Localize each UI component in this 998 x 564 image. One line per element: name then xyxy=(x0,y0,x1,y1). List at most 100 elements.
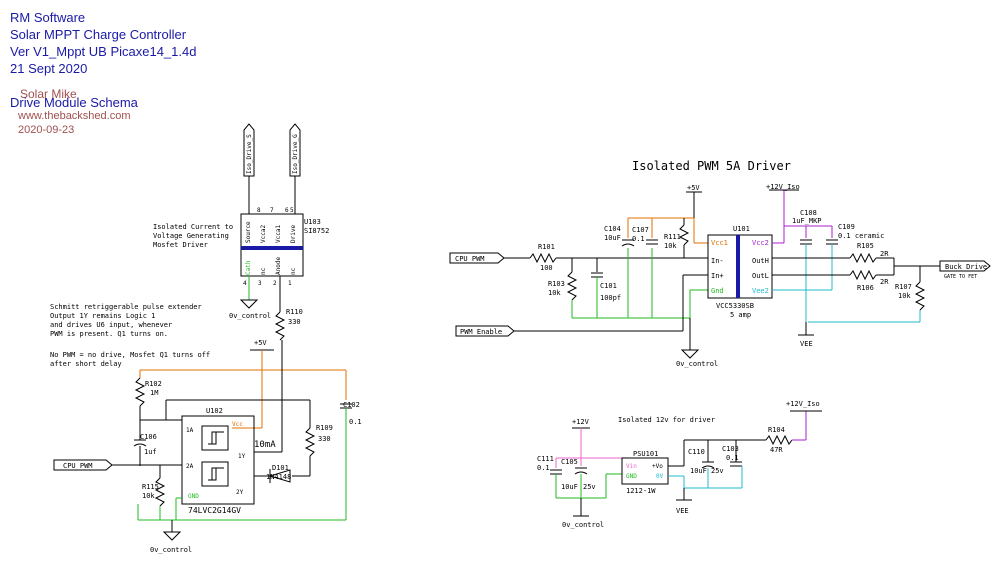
extender-note-7: after short delay xyxy=(50,360,122,368)
u101-pin-inplus: In+ xyxy=(711,272,724,280)
c109-capacitor xyxy=(826,239,838,245)
r106-resistor xyxy=(849,269,877,281)
u103-desc-2: Voltage Generating xyxy=(153,232,229,240)
schmitt-trigger-1-icon xyxy=(201,425,229,451)
u103-pin-cath: Cath xyxy=(245,260,252,275)
u102-ref: U102 xyxy=(206,407,223,415)
c110-capacitor xyxy=(701,461,715,469)
cpu-pwm-port[interactable]: CPU_PWM xyxy=(449,252,505,264)
u103-pin-nc2: nc xyxy=(290,267,297,275)
iso-current-block: Iso_Drive_S Iso_Drive_G Isolated Current… xyxy=(153,123,329,341)
u101-pin-inminus: In- xyxy=(711,257,724,265)
c106-value: 1uf xyxy=(144,448,157,456)
pwm-enable-port[interactable]: PWM_Enable xyxy=(455,325,515,337)
pwm-driver-block: Isolated PWM 5A Driver CPU_PWM R101 100 … xyxy=(449,159,991,368)
c110-ref: C110 xyxy=(688,448,705,456)
u102-ic-body xyxy=(181,415,255,505)
r109-resistor xyxy=(304,427,316,457)
u103-ic-body xyxy=(240,213,304,277)
c105-capacitor xyxy=(574,467,588,475)
u101-pin-outh: OutH xyxy=(752,257,769,265)
iso-gnd-label: 0v_control xyxy=(562,521,604,529)
schmitt-trigger-2-icon xyxy=(201,461,229,487)
u102-pin-1y: 1Y xyxy=(238,453,246,460)
r110-ref: R110 xyxy=(286,308,303,316)
u103-pin-drive: Drive xyxy=(290,225,297,243)
c107-capacitor xyxy=(646,239,658,245)
psu101-module xyxy=(621,457,669,485)
u101-pin-vee2: Vee2 xyxy=(752,287,769,295)
svg-text:CPU_PWM: CPU_PWM xyxy=(63,462,93,470)
buck-drive-port[interactable]: Buck_Drive xyxy=(939,260,991,272)
u103-part: SI8752 xyxy=(304,227,329,235)
company-name: RM Software xyxy=(10,10,86,25)
r101-value: 100 xyxy=(540,264,553,272)
c102-value: 0.1 xyxy=(349,418,362,426)
p12v-rail-label: +12V xyxy=(572,418,590,426)
release-date: 21 Sept 2020 xyxy=(10,61,88,76)
svg-text:4: 4 xyxy=(243,280,247,287)
u102-pin-2a: 2A xyxy=(186,463,194,470)
c110-voltage: 25v xyxy=(711,467,724,475)
website-link[interactable]: www.thebackshed.com xyxy=(18,110,131,122)
c103-capacitor xyxy=(730,461,742,467)
r105-resistor xyxy=(849,252,877,264)
c107-ref: C107 xyxy=(632,226,649,234)
d101-value: 1N4148 xyxy=(266,473,291,481)
driver-gnd-net xyxy=(571,248,708,319)
c104-value: 10uF xyxy=(604,234,621,242)
svg-text:2: 2 xyxy=(273,280,277,287)
driver-vcc-net xyxy=(627,217,708,244)
svg-text:8: 8 xyxy=(257,207,261,214)
c109-value: 0.1 ceramic xyxy=(838,232,884,240)
r109-value: 330 xyxy=(318,435,331,443)
c102-ref: C102 xyxy=(343,401,360,409)
svg-text:6: 6 xyxy=(285,207,289,214)
r102-ref: R102 xyxy=(145,380,162,388)
svg-text:7: 7 xyxy=(270,207,274,214)
u103-pin-vcca1: Vcca1 xyxy=(275,225,282,243)
current-note: 10mA xyxy=(254,440,276,450)
psu101-pin-gnd: GND xyxy=(626,473,637,480)
u102-part: 74LVC2G14GV xyxy=(188,506,241,515)
u103-pin-source: Source xyxy=(245,221,252,243)
p12v-iso-rail-label: +12V_Iso xyxy=(766,183,800,191)
c105-ref: C105 xyxy=(561,458,578,466)
r111-value: 10k xyxy=(664,242,677,250)
ext-gnd-label: 0v_control xyxy=(150,546,192,554)
extender-note-6: No PWM = no drive, Mosfet Q1 turns off xyxy=(50,351,210,359)
d101-ref: D101 xyxy=(272,464,289,472)
r101-resistor xyxy=(529,252,557,264)
r103-resistor xyxy=(566,271,578,301)
u101-note: 5 amp xyxy=(730,311,751,319)
driver-gnd-symbol xyxy=(680,349,700,359)
u103-pin-anode: Anode xyxy=(275,257,282,275)
iso-drive-s-port[interactable]: Iso_Drive_S xyxy=(243,123,255,177)
r102-value: 1M xyxy=(150,389,158,397)
c101-ref: C101 xyxy=(600,282,617,290)
r103-value: 10k xyxy=(548,289,561,297)
ext-p5v-label: +5V xyxy=(254,339,267,347)
iso-drive-g-port[interactable]: Iso_Drive_G xyxy=(289,123,301,177)
u103-pin-nc1: nc xyxy=(260,267,267,275)
ext-vcc-net xyxy=(139,350,347,429)
ext-cpu-pwm-port[interactable]: CPU_PWM xyxy=(53,459,113,471)
product-name: Solar MPPT Charge Controller xyxy=(10,27,187,42)
c103-ref: C103 xyxy=(722,445,739,453)
ext-gnd-net xyxy=(137,408,347,521)
version-label: Ver V1_Mppt UB Picaxe14_1.4d xyxy=(10,44,197,59)
u101-pin-gnd: Gnd xyxy=(711,287,724,295)
r115-value: 10k xyxy=(142,492,155,500)
r115-resistor xyxy=(154,477,166,507)
c105-value: 10uF xyxy=(561,483,578,491)
extender-note-4: PWM is present. Q1 turns on. xyxy=(50,330,168,338)
u102-pin-1a: 1A xyxy=(186,427,194,434)
c101-value: 100pf xyxy=(600,294,621,302)
c108-value: 1uF_MKP xyxy=(792,217,822,225)
c111-value: 0.1 xyxy=(537,464,550,472)
u101-part: VCC5330SB xyxy=(716,302,754,310)
driver-vee-net xyxy=(772,244,921,323)
buck-drive-note: GATE TO FET xyxy=(944,274,977,280)
c111-capacitor xyxy=(550,469,562,475)
svg-text:1: 1 xyxy=(288,280,292,287)
